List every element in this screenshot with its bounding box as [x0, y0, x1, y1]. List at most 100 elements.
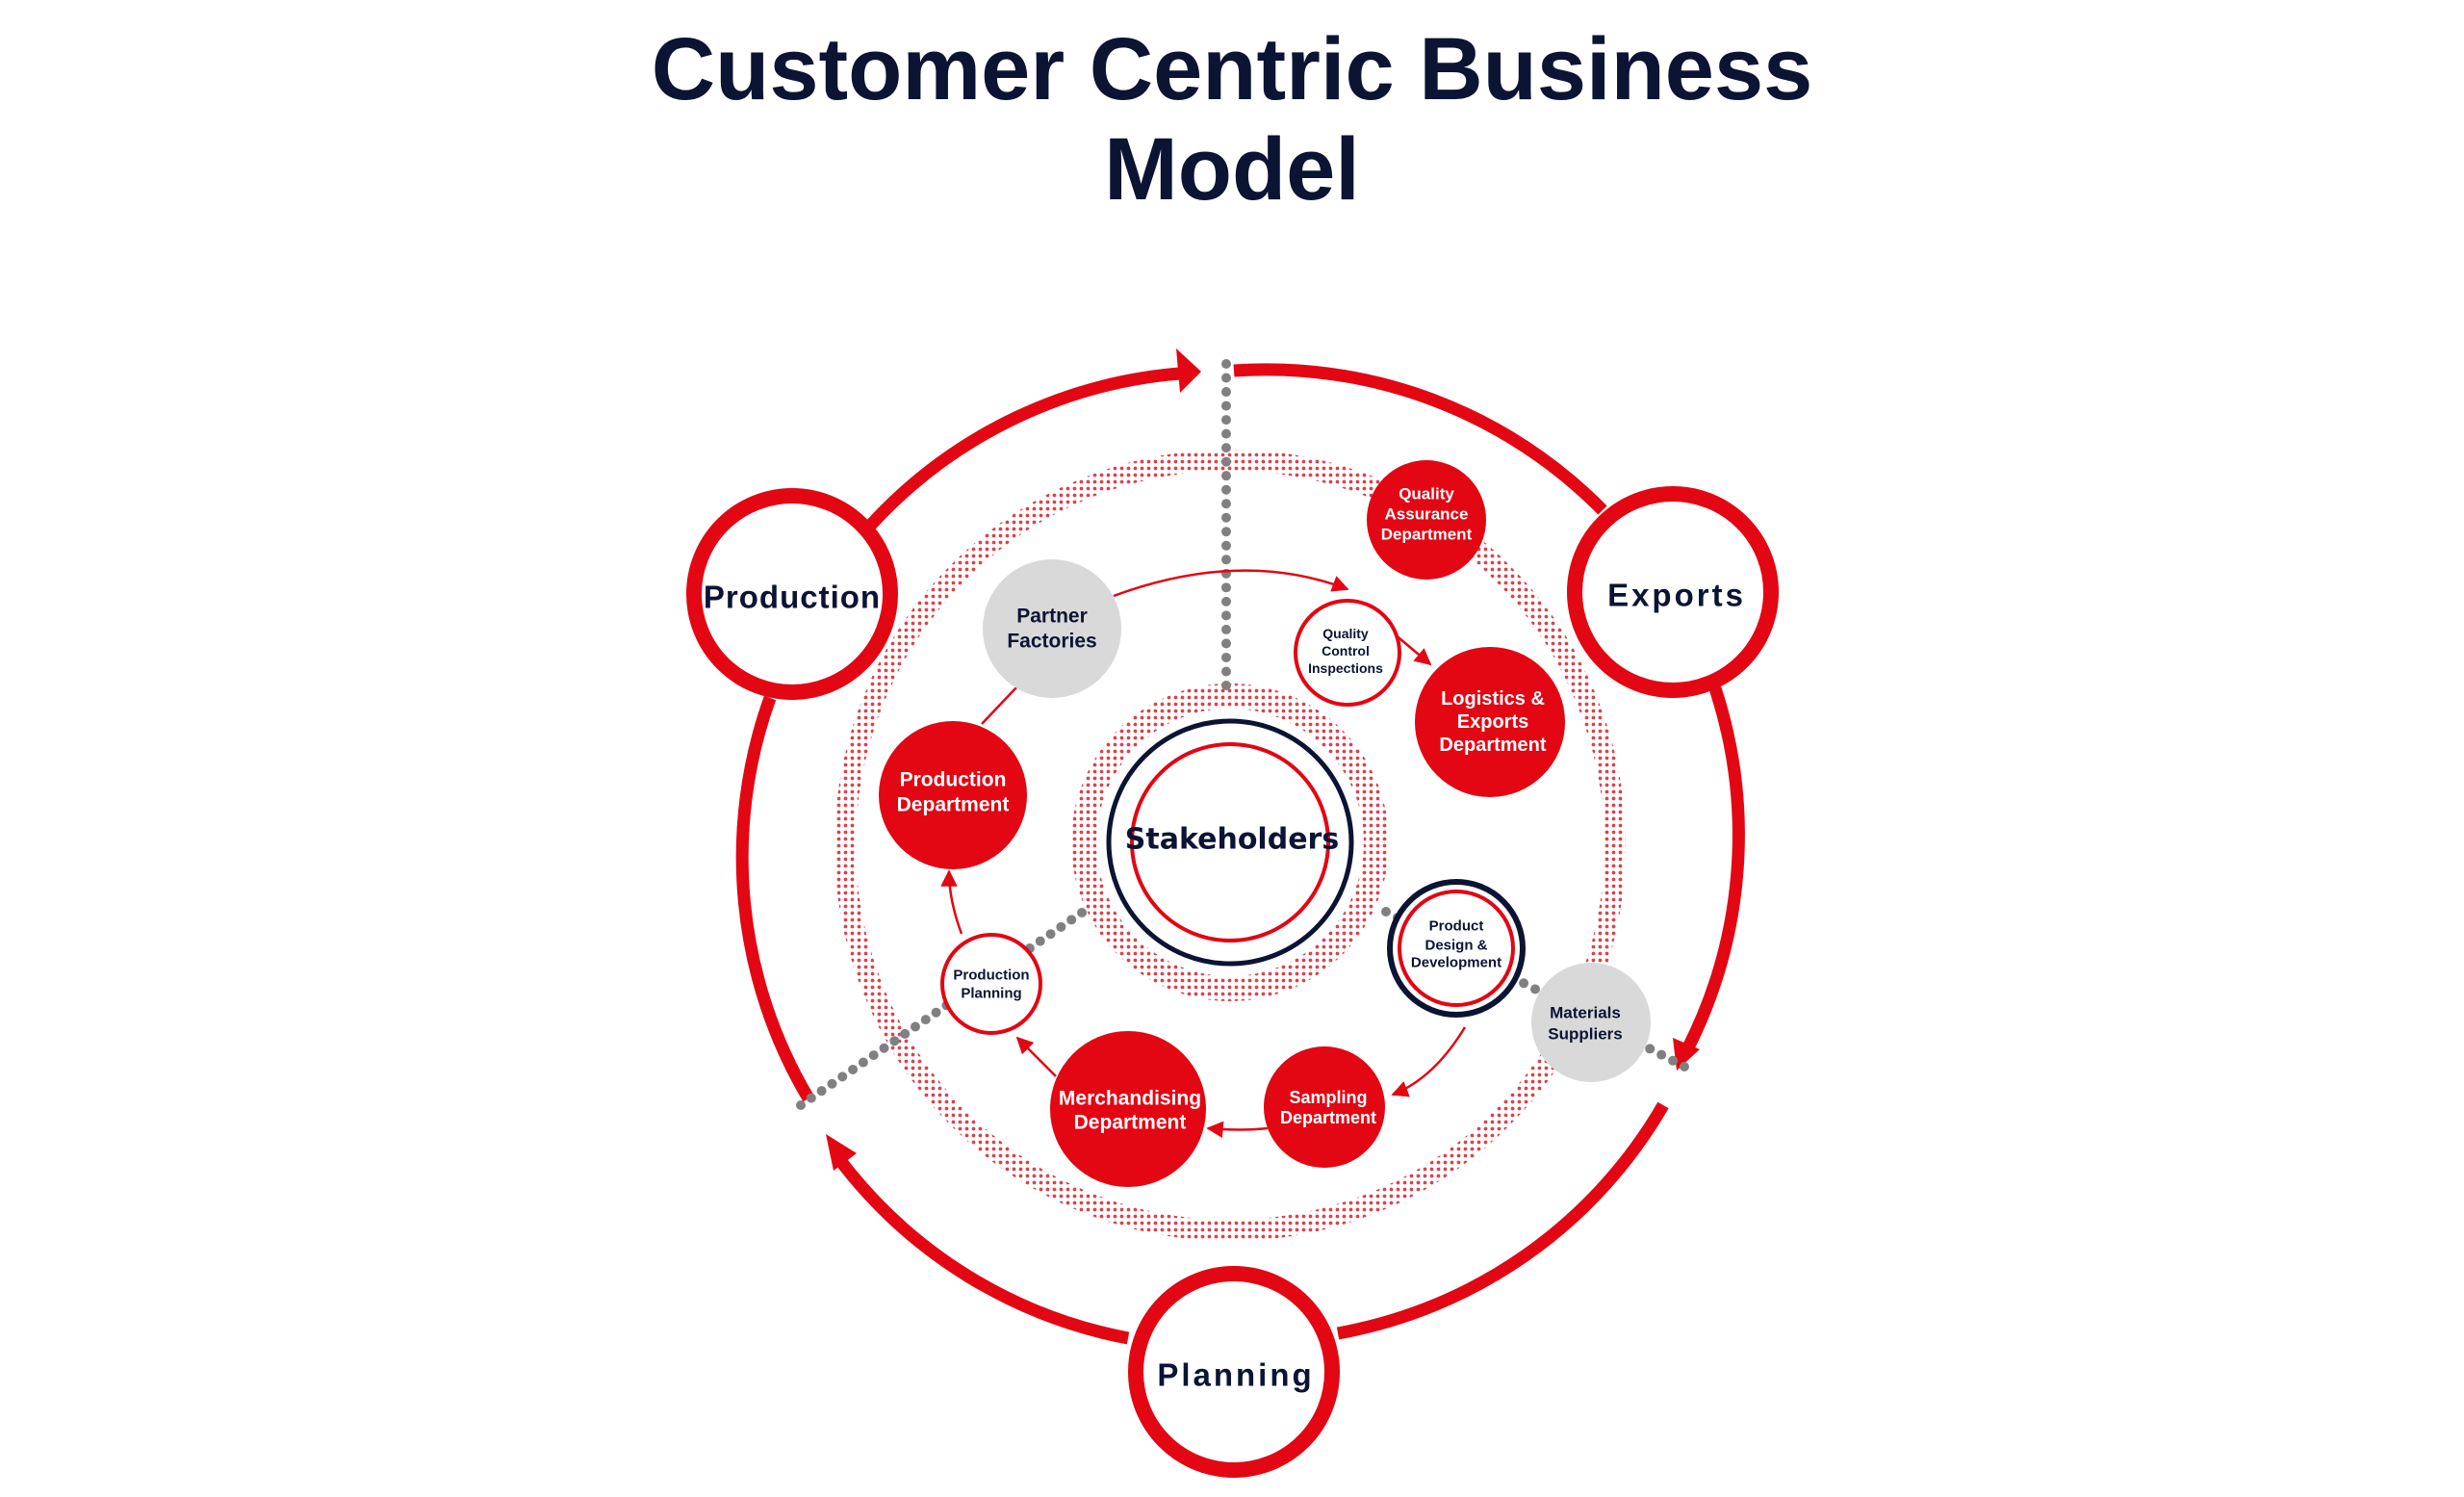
divider-dot — [1221, 638, 1231, 649]
divider-dot — [1645, 1044, 1656, 1054]
node-label-line: Inspections — [1308, 660, 1383, 676]
flow-partner-to-qc — [1113, 569, 1349, 598]
divider-dot — [1221, 681, 1231, 690]
node-quality-control-inspections[interactable]: Quality Control Inspections — [1294, 599, 1401, 707]
page-title: Customer Centric Business Model — [0, 19, 2464, 219]
stakeholders-label: Stakeholders — [1125, 823, 1339, 857]
node-label-line: Planning — [961, 986, 1021, 1002]
divider-dot — [1221, 400, 1231, 411]
node-label-line: Sampling — [1289, 1088, 1367, 1107]
node-label-line: Department — [1381, 526, 1473, 544]
flow-sampling-to-merch — [1206, 1121, 1269, 1139]
divider-dot — [1221, 582, 1231, 593]
node-product-design-development[interactable]: Product Design & Development — [1387, 879, 1526, 1018]
flow-production-to-partner — [981, 684, 1019, 725]
divider-dot — [1221, 499, 1231, 509]
node-label-line: Quality — [1399, 485, 1454, 503]
divider-dot — [1221, 415, 1231, 426]
node-partner-factories[interactable]: Partner Factories — [983, 559, 1121, 698]
node-label-line: Materials — [1550, 1004, 1621, 1022]
arc-exports-to-planning-lower — [1336, 1101, 1669, 1340]
divider-dot — [1221, 610, 1231, 621]
divider-dot — [1519, 978, 1529, 989]
divider-dot — [931, 1007, 941, 1018]
phase-planning[interactable]: Planning — [1128, 1266, 1340, 1478]
divider-dot — [889, 1036, 900, 1046]
title-line-1: Customer Centric Business — [651, 20, 1813, 118]
divider-dot — [1221, 540, 1231, 551]
divider-dot — [1221, 624, 1231, 634]
divider-dot — [1221, 484, 1231, 495]
node-label-line: Suppliers — [1548, 1025, 1622, 1044]
phase-production-label: Production — [704, 580, 881, 615]
arrowhead-top — [1176, 348, 1201, 393]
divider-dot — [1221, 471, 1231, 481]
divider-dot — [1221, 555, 1231, 565]
phase-exports-label: Exports — [1607, 578, 1746, 613]
flow-design-to-sampling — [1391, 1026, 1467, 1097]
divider-dot — [796, 1100, 806, 1110]
arrowhead-right — [1673, 1038, 1700, 1071]
divider-dot — [1221, 443, 1231, 453]
divider-dot — [868, 1050, 879, 1061]
node-merchandising-department[interactable]: Merchandising Department — [1050, 1031, 1206, 1187]
node-label-line: Merchandising — [1059, 1088, 1201, 1110]
divider-bottom-left — [796, 908, 1087, 1110]
divider-dot — [1530, 984, 1540, 994]
node-label-line: Department — [1074, 1112, 1187, 1134]
node-label-line: Control — [1322, 643, 1370, 658]
divider-dot — [1221, 373, 1231, 383]
node-label-line: Production — [900, 769, 1007, 791]
node-label-line: Logistics & — [1441, 688, 1545, 710]
flow-planning-to-production — [940, 869, 963, 935]
node-label-line: Product — [1429, 918, 1484, 935]
divider-dot — [1221, 596, 1231, 607]
inner-dotted-ring — [1071, 684, 1389, 1001]
divider-dot — [1221, 512, 1231, 523]
phase-exports[interactable]: Exports — [1567, 486, 1779, 698]
phase-planning-label: Planning — [1157, 1357, 1314, 1393]
divider-dot — [1077, 908, 1087, 917]
arc-planning-to-production-upper — [735, 695, 814, 1102]
divider-dot — [1680, 1062, 1689, 1071]
node-label-line: Partner — [1016, 606, 1088, 628]
phase-production[interactable]: Production — [686, 488, 898, 700]
node-sampling-department[interactable]: Sampling Department — [1264, 1046, 1385, 1168]
node-label-line: Quality — [1322, 626, 1369, 641]
arc-exports-to-planning-upper — [1681, 685, 1745, 1054]
node-production-planning[interactable]: Production Planning — [940, 933, 1042, 1035]
node-label-line: Assurance — [1385, 505, 1469, 524]
node-logistics-exports-department[interactable]: Logistics & Exports Department — [1415, 647, 1565, 797]
divider-dot — [827, 1078, 837, 1089]
node-label-line: Production — [953, 968, 1029, 984]
divider-dot — [1221, 666, 1231, 677]
divider-dot — [848, 1064, 859, 1074]
arc-planning-to-production-lower — [836, 1159, 1130, 1345]
outer-cycle — [735, 348, 1745, 1345]
divider-dot — [858, 1057, 868, 1068]
divider-dot — [1035, 936, 1045, 946]
divider-dot — [837, 1071, 848, 1082]
node-materials-suppliers[interactable]: Materials Suppliers — [1531, 963, 1651, 1082]
divider-dot — [806, 1093, 816, 1103]
flow-qc-to-logistics — [1393, 632, 1432, 666]
divider-dot — [1056, 921, 1066, 932]
center-stakeholders[interactable]: Stakeholders — [1106, 718, 1354, 967]
divider-dot — [900, 1028, 911, 1039]
divider-top — [1221, 359, 1231, 690]
divider-dot — [920, 1015, 931, 1025]
node-quality-assurance-department[interactable]: Quality Assurance Department — [1367, 460, 1486, 580]
arc-production-to-exports-right — [1233, 363, 1607, 515]
divider-dot — [1221, 456, 1231, 467]
divider-dot — [1066, 915, 1077, 925]
divider-dot — [1221, 652, 1231, 662]
divider-dot — [1221, 387, 1231, 398]
node-label-line: Department — [1280, 1108, 1376, 1127]
node-label-line: Department — [1439, 735, 1546, 756]
node-production-department[interactable]: Production Department — [879, 721, 1027, 869]
flow-merch-to-planning — [1015, 1036, 1057, 1077]
node-label-line: Development — [1411, 955, 1502, 971]
divider-dot — [910, 1021, 920, 1032]
divider-dot — [1221, 527, 1231, 537]
